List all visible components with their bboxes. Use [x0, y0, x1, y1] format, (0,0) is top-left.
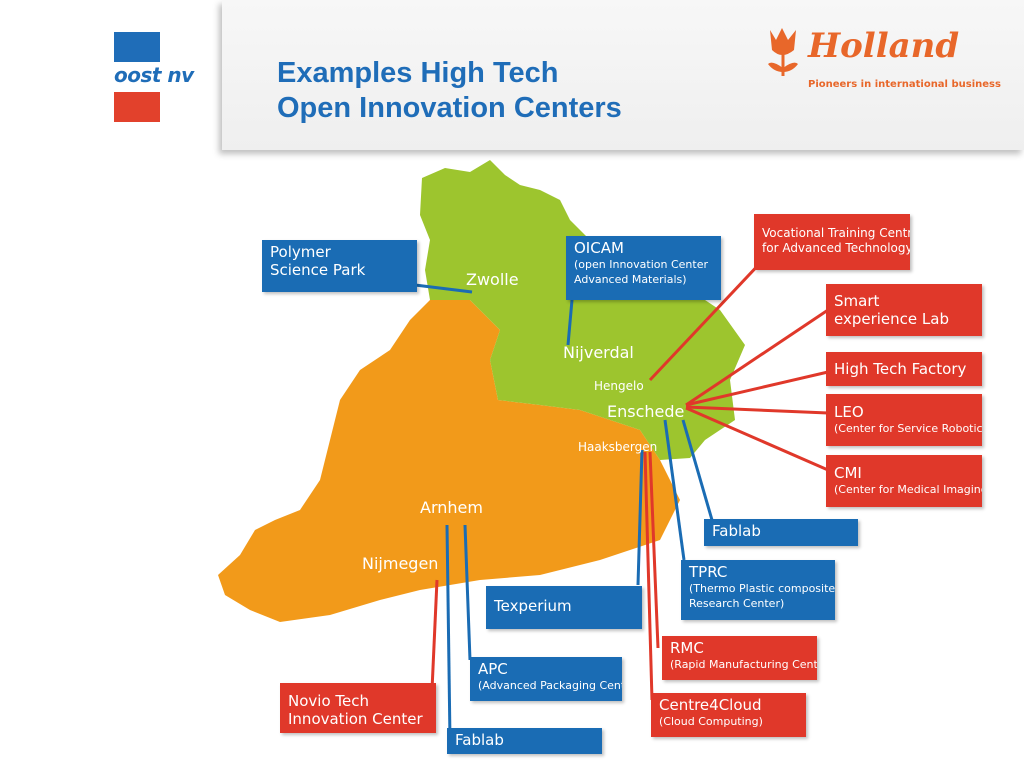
- center-apc: APC (Advanced Packaging Center): [470, 657, 622, 701]
- center-centre4cloud: Centre4Cloud (Cloud Computing): [651, 693, 806, 737]
- page-title-line1: Examples High Tech: [277, 57, 559, 89]
- noviotech-title-line1: Novio Tech: [288, 692, 369, 710]
- tulip-icon: [768, 28, 798, 76]
- city-haaksbergen: Haaksbergen: [578, 440, 658, 454]
- center-polymer-science-park: Polymer Science Park: [262, 240, 417, 292]
- htf-title: High Tech Factory: [834, 360, 967, 378]
- oicam-title: OICAM: [574, 239, 624, 257]
- smart-title-line1: Smart: [834, 292, 880, 310]
- center-texperium: Texperium: [486, 586, 642, 629]
- centre4cloud-title: Centre4Cloud: [659, 696, 762, 714]
- cmi-title: CMI: [834, 464, 862, 482]
- tprc-sub2: Research Center): [689, 597, 785, 610]
- city-nijverdal: Nijverdal: [563, 343, 634, 362]
- rmc-sub: (Rapid Manufacturing Center): [670, 658, 817, 671]
- page-title-line2: Open Innovation Centers: [277, 92, 622, 124]
- polymer-title-line1: Polymer: [270, 243, 331, 261]
- apc-sub: (Advanced Packaging Center): [478, 679, 622, 692]
- green-region: [420, 160, 745, 460]
- leo-sub: (Center for Service Robotics): [834, 422, 982, 435]
- center-leo: LEO (Center for Service Robotics): [826, 394, 982, 446]
- fablab-south-title: Fablab: [455, 731, 504, 749]
- noviotech-title-line2: Innovation Center: [288, 710, 423, 728]
- vtcat-line2: for Advanced Technology: [762, 241, 910, 255]
- polymer-title-line2: Science Park: [270, 261, 366, 279]
- center-novio-tech: Novio Tech Innovation Center: [280, 683, 436, 733]
- holland-wordmark: Holland: [808, 26, 960, 66]
- center-fablab-east: Fablab: [704, 519, 858, 546]
- logo-red-block: [114, 92, 160, 122]
- oost-nv-logo: oost nv: [114, 32, 194, 124]
- cmi-sub: (Center for Medical Imaging): [834, 483, 982, 496]
- leo-title: LEO: [834, 403, 864, 421]
- centre4cloud-sub: (Cloud Computing): [659, 715, 763, 728]
- center-smart-experience-lab: Smart experience Lab: [826, 284, 982, 336]
- city-hengelo: Hengelo: [594, 379, 644, 393]
- center-cmi: CMI (Center for Medical Imaging): [826, 455, 982, 507]
- center-vtcat: Vocational Training Centre for Advanced …: [754, 214, 910, 270]
- logo-text: oost nv: [114, 63, 194, 87]
- apc-title: APC: [478, 660, 508, 678]
- city-arnhem: Arnhem: [420, 498, 483, 517]
- city-nijmegen: Nijmegen: [362, 554, 439, 573]
- center-fablab-south: Fablab: [447, 728, 602, 754]
- smart-title-line2: experience Lab: [834, 310, 949, 328]
- texperium-title: Texperium: [494, 597, 572, 615]
- page-title: Examples High Tech Open Innovation Cente…: [277, 56, 622, 126]
- tprc-title: TPRC: [689, 563, 728, 581]
- oicam-sub1: (open Innovation Center: [574, 258, 708, 271]
- header-band: [222, 0, 1024, 150]
- center-tprc: TPRC (Thermo Plastic composite Research …: [681, 560, 835, 620]
- center-oicam: OICAM (open Innovation Center Advanced M…: [566, 236, 721, 300]
- logo-blue-block: [114, 32, 160, 62]
- fablab-east-title: Fablab: [712, 522, 761, 540]
- tprc-sub1: (Thermo Plastic composite: [689, 582, 835, 595]
- vtcat-line1: Vocational Training Centre: [762, 226, 910, 240]
- holland-logo: Holland Pioneers in international busine…: [762, 24, 1001, 104]
- oicam-sub2: Advanced Materials): [574, 273, 687, 286]
- city-enschede: Enschede: [607, 402, 685, 421]
- city-zwolle: Zwolle: [466, 270, 519, 289]
- orange-region: [218, 300, 680, 622]
- center-high-tech-factory: High Tech Factory: [826, 352, 982, 386]
- center-rmc: RMC (Rapid Manufacturing Center): [662, 636, 817, 680]
- rmc-title: RMC: [670, 639, 704, 657]
- holland-tagline: Pioneers in international business: [808, 79, 1001, 90]
